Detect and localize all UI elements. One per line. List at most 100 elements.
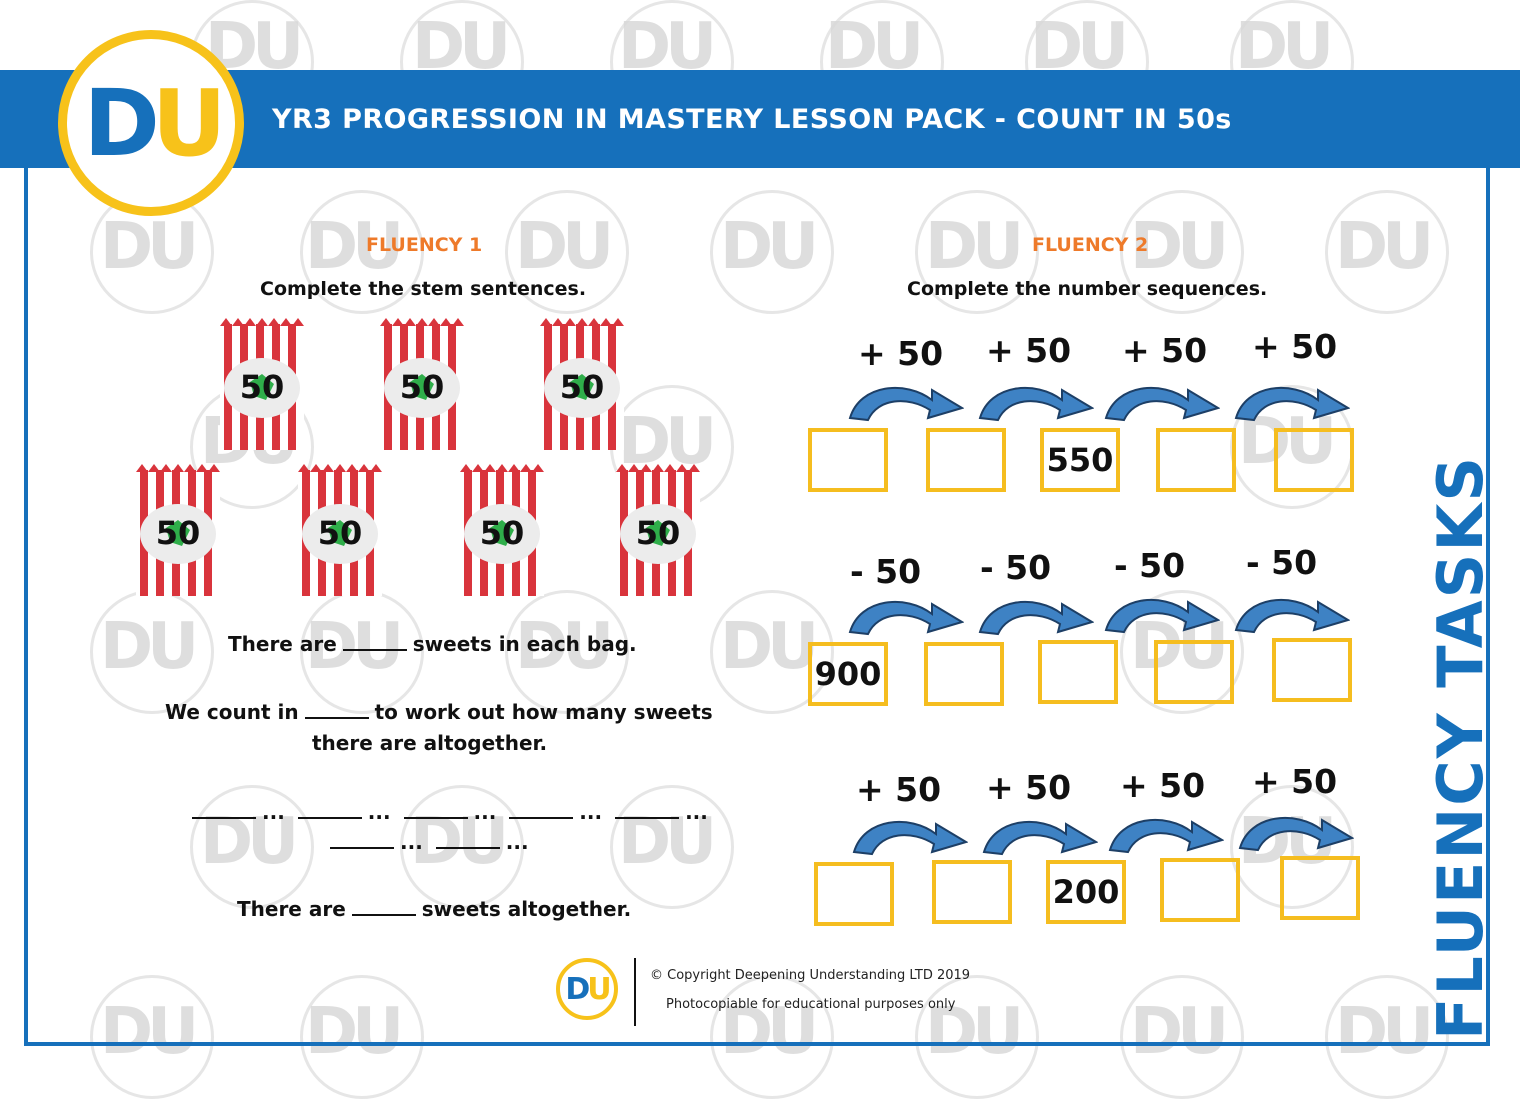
operation-label: + 50 xyxy=(1120,766,1206,805)
curved-arrow-icon xyxy=(1104,378,1221,424)
sweet-bag: 50 xyxy=(380,318,464,450)
answer-blank[interactable] xyxy=(192,803,256,819)
operation-label: + 50 xyxy=(986,768,1072,807)
curved-arrow-icon xyxy=(848,378,965,424)
answer-blank[interactable] xyxy=(330,833,394,849)
fluency1-title: FLUENCY 1 xyxy=(366,234,483,256)
curved-arrow-icon xyxy=(1234,378,1351,424)
answer-blank[interactable] xyxy=(304,703,369,719)
watermark: DU xyxy=(1335,995,1434,1069)
curved-arrow-icon xyxy=(848,592,965,638)
answer-blank[interactable] xyxy=(509,803,574,819)
page-frame xyxy=(24,160,1490,1046)
curved-arrow-icon xyxy=(852,812,969,858)
sequence-box[interactable] xyxy=(924,642,1004,706)
bag-label: 50 xyxy=(635,514,681,552)
sequence-box[interactable]: 900 xyxy=(808,642,888,706)
watermark-ring xyxy=(610,785,734,909)
bag-label: 50 xyxy=(239,368,285,406)
sequence-box[interactable]: 200 xyxy=(1046,860,1126,924)
sweet-bag-icon xyxy=(220,318,304,450)
curved-arrow-icon xyxy=(1108,810,1225,856)
sweet-bag-icon xyxy=(298,464,382,596)
sequence-box[interactable] xyxy=(1160,858,1240,922)
operation-label: - 50 xyxy=(1114,546,1186,585)
answer-blank[interactable] xyxy=(435,833,500,849)
answer-blank[interactable] xyxy=(403,803,468,819)
watermark-ring xyxy=(1120,590,1244,714)
sequence-box[interactable] xyxy=(808,428,888,492)
bag-label: 50 xyxy=(155,514,201,552)
sweet-bag-icon xyxy=(136,464,220,596)
side-title: FLUENCY TASKS xyxy=(1424,454,1497,1040)
curved-arrow-icon xyxy=(1238,808,1355,854)
sweet-bag: 50 xyxy=(298,464,382,596)
watermark-ring xyxy=(1120,190,1244,314)
counting-blanks-row-2: ... ... xyxy=(324,830,529,854)
watermark-ring xyxy=(505,190,629,314)
operation-label: - 50 xyxy=(980,548,1052,587)
watermark: DU xyxy=(100,610,199,684)
sequence-box[interactable] xyxy=(814,862,894,926)
curved-arrow-icon xyxy=(1104,590,1221,636)
watermark-ring xyxy=(710,190,834,314)
fluency1-instruction: Complete the stem sentences. xyxy=(260,278,587,300)
bag-label: 50 xyxy=(399,368,445,406)
answer-blank[interactable] xyxy=(297,803,362,819)
operation-label: + 50 xyxy=(1122,331,1208,370)
sequence-box[interactable] xyxy=(1274,428,1354,492)
watermark: DU xyxy=(1130,210,1229,284)
watermark: DU xyxy=(925,995,1024,1069)
fluency2-title: FLUENCY 2 xyxy=(1032,234,1149,256)
sweet-bag-icon xyxy=(540,318,624,450)
sweet-bag-icon xyxy=(460,464,544,596)
watermark-ring xyxy=(400,785,524,909)
watermark: DU xyxy=(305,995,404,1069)
operation-label: + 50 xyxy=(856,770,942,809)
sequence-box[interactable] xyxy=(1038,640,1118,704)
answer-blank[interactable] xyxy=(615,803,680,819)
sweet-bag: 50 xyxy=(616,464,700,596)
sequence-box[interactable] xyxy=(932,860,1012,924)
sweet-bag: 50 xyxy=(220,318,304,450)
answer-blank[interactable] xyxy=(342,635,407,651)
sequence-box[interactable] xyxy=(1156,428,1236,492)
footer-note: Photocopiable for educational purposes o… xyxy=(666,997,956,1012)
watermark-ring xyxy=(915,190,1039,314)
watermark: DU xyxy=(1130,995,1229,1069)
sequence-box[interactable]: 550 xyxy=(1040,428,1120,492)
sweet-bag: 50 xyxy=(460,464,544,596)
sweet-bag-icon xyxy=(616,464,700,596)
watermark: DU xyxy=(618,405,717,479)
watermark: DU xyxy=(515,210,614,284)
sweet-bag: 50 xyxy=(136,464,220,596)
watermark: DU xyxy=(100,995,199,1069)
watermark-ring xyxy=(190,785,314,909)
sequence-box[interactable] xyxy=(926,428,1006,492)
counting-blanks-row-1: ... ... ... ... ... xyxy=(186,800,708,824)
watermark: DU xyxy=(1335,210,1434,284)
watermark-ring xyxy=(1230,785,1354,909)
operation-label: - 50 xyxy=(850,552,922,591)
sequence-box[interactable] xyxy=(1272,638,1352,702)
watermark: DU xyxy=(720,210,819,284)
operation-label: - 50 xyxy=(1246,543,1318,582)
footer-copyright: © Copyright Deepening Understanding LTD … xyxy=(650,968,971,983)
watermark: DU xyxy=(925,210,1024,284)
answer-blank[interactable] xyxy=(351,900,416,916)
curved-arrow-icon xyxy=(978,592,1095,638)
watermark: DU xyxy=(515,610,614,684)
operation-label: + 50 xyxy=(858,334,944,373)
watermark-ring xyxy=(300,190,424,314)
watermark-ring xyxy=(505,590,629,714)
watermark-ring xyxy=(710,590,834,714)
watermark: DU xyxy=(1238,405,1337,479)
sequence-box[interactable] xyxy=(1154,640,1234,704)
sequence-box[interactable] xyxy=(1280,856,1360,920)
watermark: DU xyxy=(100,210,199,284)
